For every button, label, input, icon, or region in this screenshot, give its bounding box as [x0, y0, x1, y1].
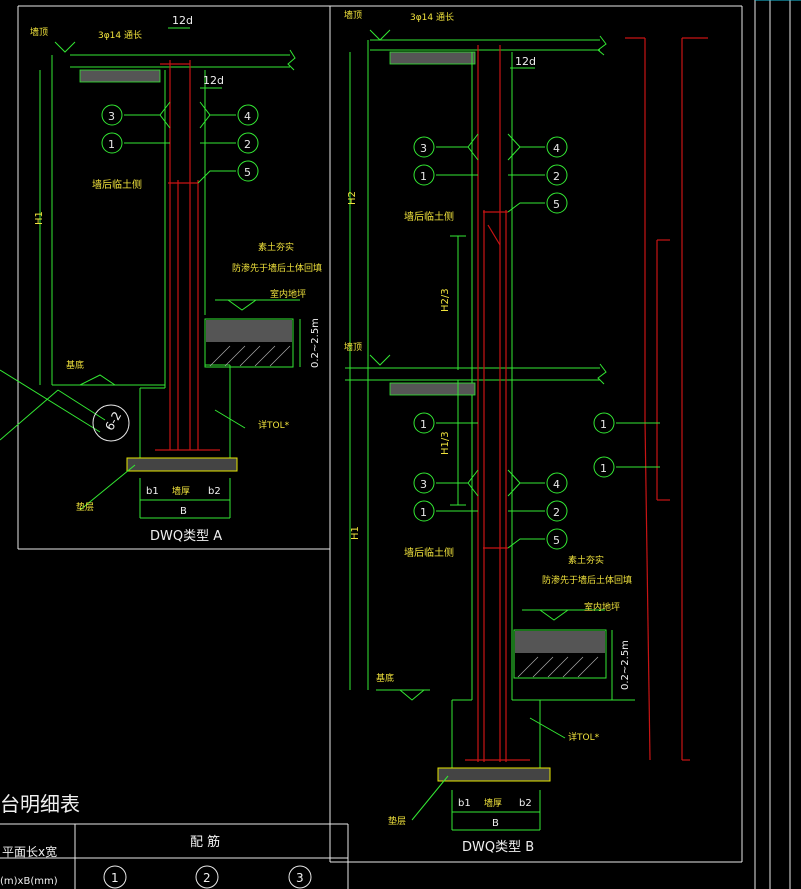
type-b-label-fill-top: 素土夯实: [568, 554, 604, 566]
table-rebar-col-1: 1: [111, 871, 119, 885]
frame-type-a: [17, 5, 331, 550]
type-b-label-waterproof: 防渗先于墙后土体回填: [542, 574, 632, 586]
type-a-dim-b1: b1: [146, 486, 159, 497]
table-rebar-col-2: 2: [203, 871, 211, 885]
type-b-bubble-r1b: 1: [600, 462, 607, 475]
type-b-bubble-u2: 2: [553, 170, 560, 183]
type-b-label-parapet: 墙顶: [344, 9, 362, 21]
type-b-label-h1: H1: [350, 526, 361, 540]
type-b-label-tol: 详TOL*: [568, 731, 600, 743]
table-col-rebar: 配 筋: [190, 834, 220, 850]
type-a-label-cushion: 垫层: [76, 501, 94, 513]
type-b-dim-wall: 墙厚: [484, 797, 502, 809]
type-a-bubble-2: 2: [244, 138, 251, 151]
type-a-circle-label: 6-2: [102, 409, 124, 433]
type-a-dim-b2: b2: [208, 486, 221, 497]
type-a-title: DWQ类型 A: [150, 529, 222, 544]
type-b-bubble-u5: 5: [553, 198, 560, 211]
type-b-label-slope: 0.2~2.5m: [620, 640, 631, 690]
type-b-wall: [345, 29, 708, 831]
type-a-bubbles: [92, 104, 259, 442]
type-b-bubble-l5: 5: [553, 534, 560, 547]
type-b-label-backfill-upper: 墙后临土侧: [404, 210, 454, 223]
type-a-label-tol: 详TOL*: [258, 419, 290, 431]
type-b-label-backfill-lower: 墙后临土侧: [404, 546, 454, 559]
table-col-size: 平面长x宽: [2, 844, 57, 859]
type-b-bubble-l1a: 1: [420, 418, 427, 431]
type-a-label-parapet: 墙顶: [30, 26, 48, 38]
type-a-label-fill-top: 素土夯实: [258, 241, 294, 253]
type-b-bubble-l3: 3: [420, 478, 427, 491]
type-b-dim-b1: b1: [458, 798, 471, 809]
detail-table: [0, 823, 349, 889]
type-b-bubble-l2: 2: [553, 506, 560, 519]
type-a-label-base: 基底: [66, 359, 84, 371]
type-b-dim-12d: 12d: [515, 55, 536, 68]
table-title: 台明细表: [0, 792, 80, 816]
type-b-bubble-u3: 3: [420, 142, 427, 155]
type-b-bubbles: [413, 136, 615, 550]
type-a-label-h1: H1: [34, 211, 45, 225]
type-a-dim-wall: 墙厚: [172, 485, 190, 497]
type-a-bubble-5: 5: [244, 166, 251, 179]
type-b-bubble-l1b: 1: [420, 506, 427, 519]
type-a-bubble-4: 4: [244, 110, 251, 123]
type-b-bubble-u1: 1: [420, 170, 427, 183]
type-b-title: DWQ类型 B: [462, 840, 534, 855]
type-a-label-slope: 0.2~2.5m: [310, 318, 321, 368]
type-b-bubble-l4: 4: [553, 478, 560, 491]
type-a-label-backfill: 墙后临土侧: [92, 178, 142, 191]
type-b-label-cushion: 垫层: [388, 815, 406, 827]
type-b-label-h1-3: H1/3: [440, 431, 451, 455]
type-b-bubble-r1a: 1: [600, 418, 607, 431]
type-a-bubble-1: 1: [108, 138, 115, 151]
type-b-label-h2-3: H2/3: [440, 288, 451, 312]
type-b-label-base: 基底: [376, 672, 394, 684]
type-a-dim-12d-top: 12d: [172, 14, 193, 27]
table-col-size-sub: (m)xB(mm): [0, 876, 58, 887]
type-a-dim-b: B: [180, 506, 187, 517]
frame-right-lines: [754, 0, 801, 889]
type-b-bubble-u4: 4: [553, 142, 560, 155]
type-b-rebar-note: 3φ14 通长: [410, 11, 454, 23]
table-rebar-col-3: 3: [296, 871, 304, 885]
type-b-dim-b: B: [492, 818, 499, 829]
frame-type-b: [329, 5, 743, 863]
type-b-label-parapet-mid: 墙顶: [344, 341, 362, 353]
type-a-label-indoor: 室内地坪: [270, 288, 306, 300]
type-b-dim-b2: b2: [519, 798, 532, 809]
type-a-bubble-3: 3: [108, 110, 115, 123]
type-a-label-waterproof: 防渗先于墙后土体回填: [232, 262, 322, 274]
type-b-label-h2: H2: [347, 191, 358, 205]
type-a-dim-12d-inner: 12d: [203, 74, 224, 87]
type-a-rebar-note: 3φ14 通长: [98, 29, 142, 41]
type-a-wall: [0, 27, 301, 519]
type-b-label-indoor: 室内地坪: [584, 601, 620, 613]
